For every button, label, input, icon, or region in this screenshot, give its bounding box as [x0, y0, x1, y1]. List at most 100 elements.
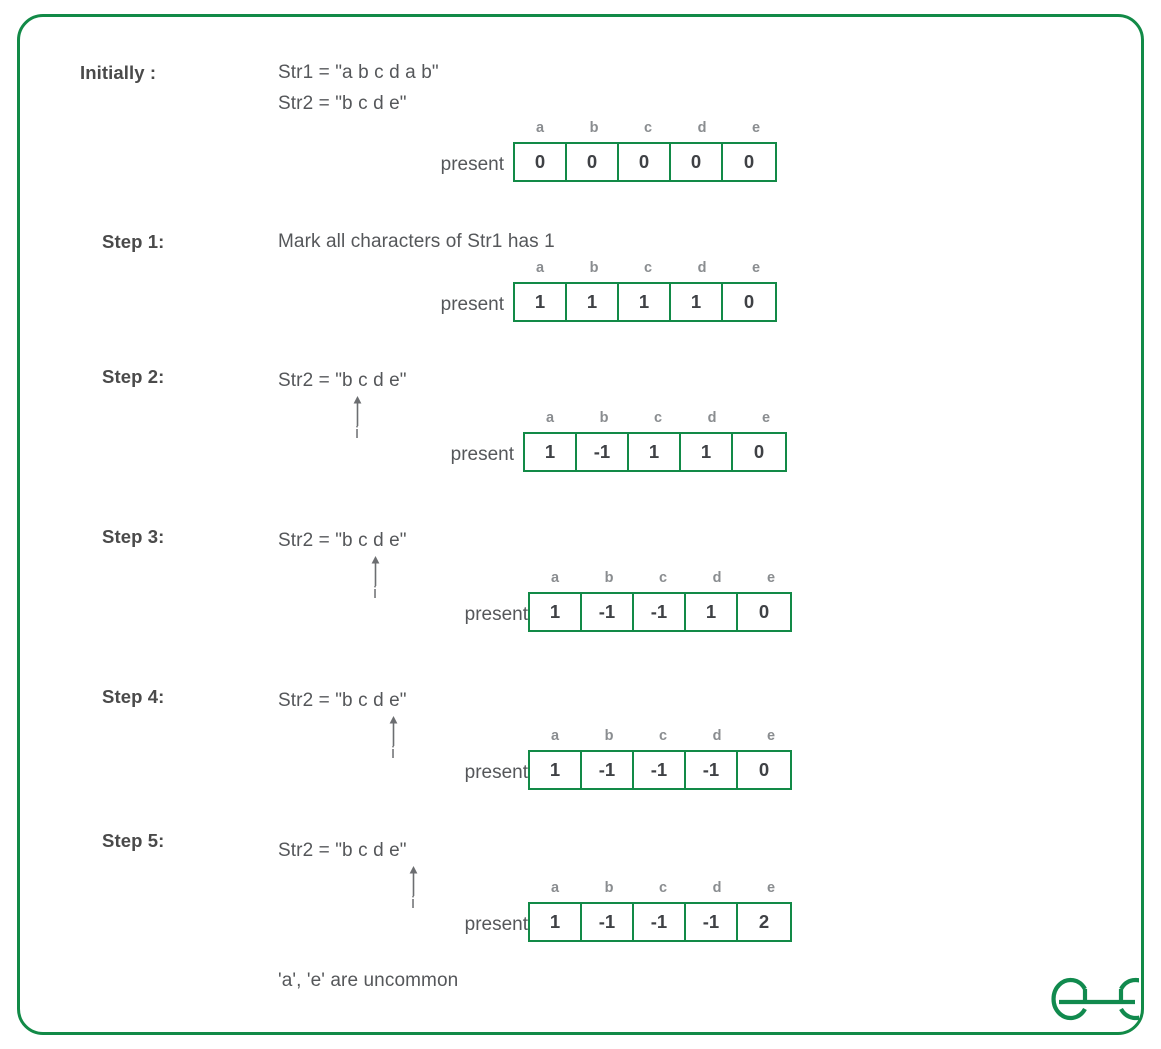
cell-b: -1	[582, 752, 634, 788]
cell-c: -1	[634, 594, 686, 630]
cell-a: 1	[515, 284, 567, 320]
cell-e: 0	[723, 284, 775, 320]
table-row: 1 -1 1 1 0	[523, 432, 787, 472]
pointer-index-label: i	[355, 423, 359, 442]
step-label-initially: Initially :	[80, 62, 157, 83]
pointer-index-label: i	[391, 743, 395, 762]
step-3-str2-text: Str2 = "b c d e"	[278, 530, 407, 551]
column-header-e: e	[766, 728, 776, 744]
pointer-index-label: i	[373, 583, 377, 602]
cell-c: 1	[619, 284, 671, 320]
cell-b: -1	[582, 594, 634, 630]
column-header-c: c	[658, 570, 668, 586]
diagram-frame	[17, 14, 1144, 1035]
index-pointer-step-2: i	[346, 396, 368, 442]
column-header-c: c	[653, 410, 663, 426]
table-row: 1 1 1 1 0	[513, 282, 777, 322]
pointer-index-label: i	[411, 893, 415, 912]
present-label-initially: present	[440, 154, 504, 175]
cell-b: -1	[577, 434, 629, 470]
column-header-b: b	[589, 260, 599, 276]
step-2-str2-text: Str2 = "b c d e"	[278, 370, 407, 391]
cell-b: 1	[567, 284, 619, 320]
cell-c: 0	[619, 144, 671, 180]
up-arrow-icon	[409, 866, 417, 896]
step-label-step-5: Step 5:	[102, 830, 165, 851]
column-header-e: e	[761, 410, 771, 426]
cell-b: 0	[567, 144, 619, 180]
column-header-c: c	[658, 728, 668, 744]
column-header-d: d	[707, 410, 717, 426]
cell-d: 1	[681, 434, 733, 470]
column-header-e: e	[751, 260, 761, 276]
step-1-description: Mark all characters of Str1 has 1	[278, 231, 555, 252]
gfg-logo-icon	[1051, 977, 1155, 1021]
index-pointer-step-4: i	[382, 716, 404, 762]
column-header-b: b	[604, 728, 614, 744]
column-header-e: e	[751, 120, 761, 136]
column-header-b: b	[589, 120, 599, 136]
step-5-str2-text: Str2 = "b c d e"	[278, 840, 407, 861]
present-label-step-4: present	[464, 762, 528, 783]
cell-a: 1	[530, 904, 582, 940]
cell-d: 1	[671, 284, 723, 320]
initially-str2-text: Str2 = "b c d e"	[278, 93, 407, 114]
column-header-a: a	[550, 880, 560, 896]
table-row: 1 -1 -1 -1 0	[528, 750, 792, 790]
table-row: 1 -1 -1 -1 2	[528, 902, 792, 942]
cell-e: 0	[738, 594, 790, 630]
cell-e: 0	[738, 752, 790, 788]
step-label-step-4: Step 4:	[102, 686, 165, 707]
cell-a: 1	[525, 434, 577, 470]
cell-e: 0	[733, 434, 785, 470]
column-header-a: a	[550, 570, 560, 586]
present-label-step-2: present	[450, 444, 514, 465]
cell-b: -1	[582, 904, 634, 940]
step-label-step-1: Step 1:	[102, 231, 165, 252]
column-header-b: b	[604, 570, 614, 586]
index-pointer-step-5: i	[402, 866, 424, 912]
column-header-d: d	[712, 880, 722, 896]
column-header-c: c	[658, 880, 668, 896]
cell-d: -1	[686, 904, 738, 940]
cell-c: 1	[629, 434, 681, 470]
cell-c: -1	[634, 752, 686, 788]
cell-e: 2	[738, 904, 790, 940]
present-label-step-3: present	[464, 604, 528, 625]
column-header-d: d	[697, 260, 707, 276]
column-header-c: c	[643, 260, 653, 276]
column-header-d: d	[712, 728, 722, 744]
column-header-a: a	[545, 410, 555, 426]
present-label-step-5: present	[464, 914, 528, 935]
step-label-step-2: Step 2:	[102, 366, 165, 387]
cell-e: 0	[723, 144, 775, 180]
cell-a: 0	[515, 144, 567, 180]
index-pointer-step-3: i	[364, 556, 386, 602]
column-header-a: a	[550, 728, 560, 744]
cell-d: 1	[686, 594, 738, 630]
up-arrow-icon	[389, 716, 397, 746]
table-row: 0 0 0 0 0	[513, 142, 777, 182]
conclusion-note: 'a', 'e' are uncommon	[278, 970, 459, 991]
column-header-e: e	[766, 570, 776, 586]
cell-d: 0	[671, 144, 723, 180]
cell-a: 1	[530, 594, 582, 630]
column-header-c: c	[643, 120, 653, 136]
up-arrow-icon	[353, 396, 361, 426]
column-header-e: e	[766, 880, 776, 896]
column-header-a: a	[535, 260, 545, 276]
column-header-d: d	[712, 570, 722, 586]
initially-str1-text: Str1 = "a b c d a b"	[278, 62, 439, 83]
column-header-b: b	[604, 880, 614, 896]
step-label-step-3: Step 3:	[102, 526, 165, 547]
present-label-step-1: present	[440, 294, 504, 315]
column-header-a: a	[535, 120, 545, 136]
cell-d: -1	[686, 752, 738, 788]
cell-a: 1	[530, 752, 582, 788]
column-header-d: d	[697, 120, 707, 136]
table-row: 1 -1 -1 1 0	[528, 592, 792, 632]
up-arrow-icon	[371, 556, 379, 586]
cell-c: -1	[634, 904, 686, 940]
column-header-b: b	[599, 410, 609, 426]
